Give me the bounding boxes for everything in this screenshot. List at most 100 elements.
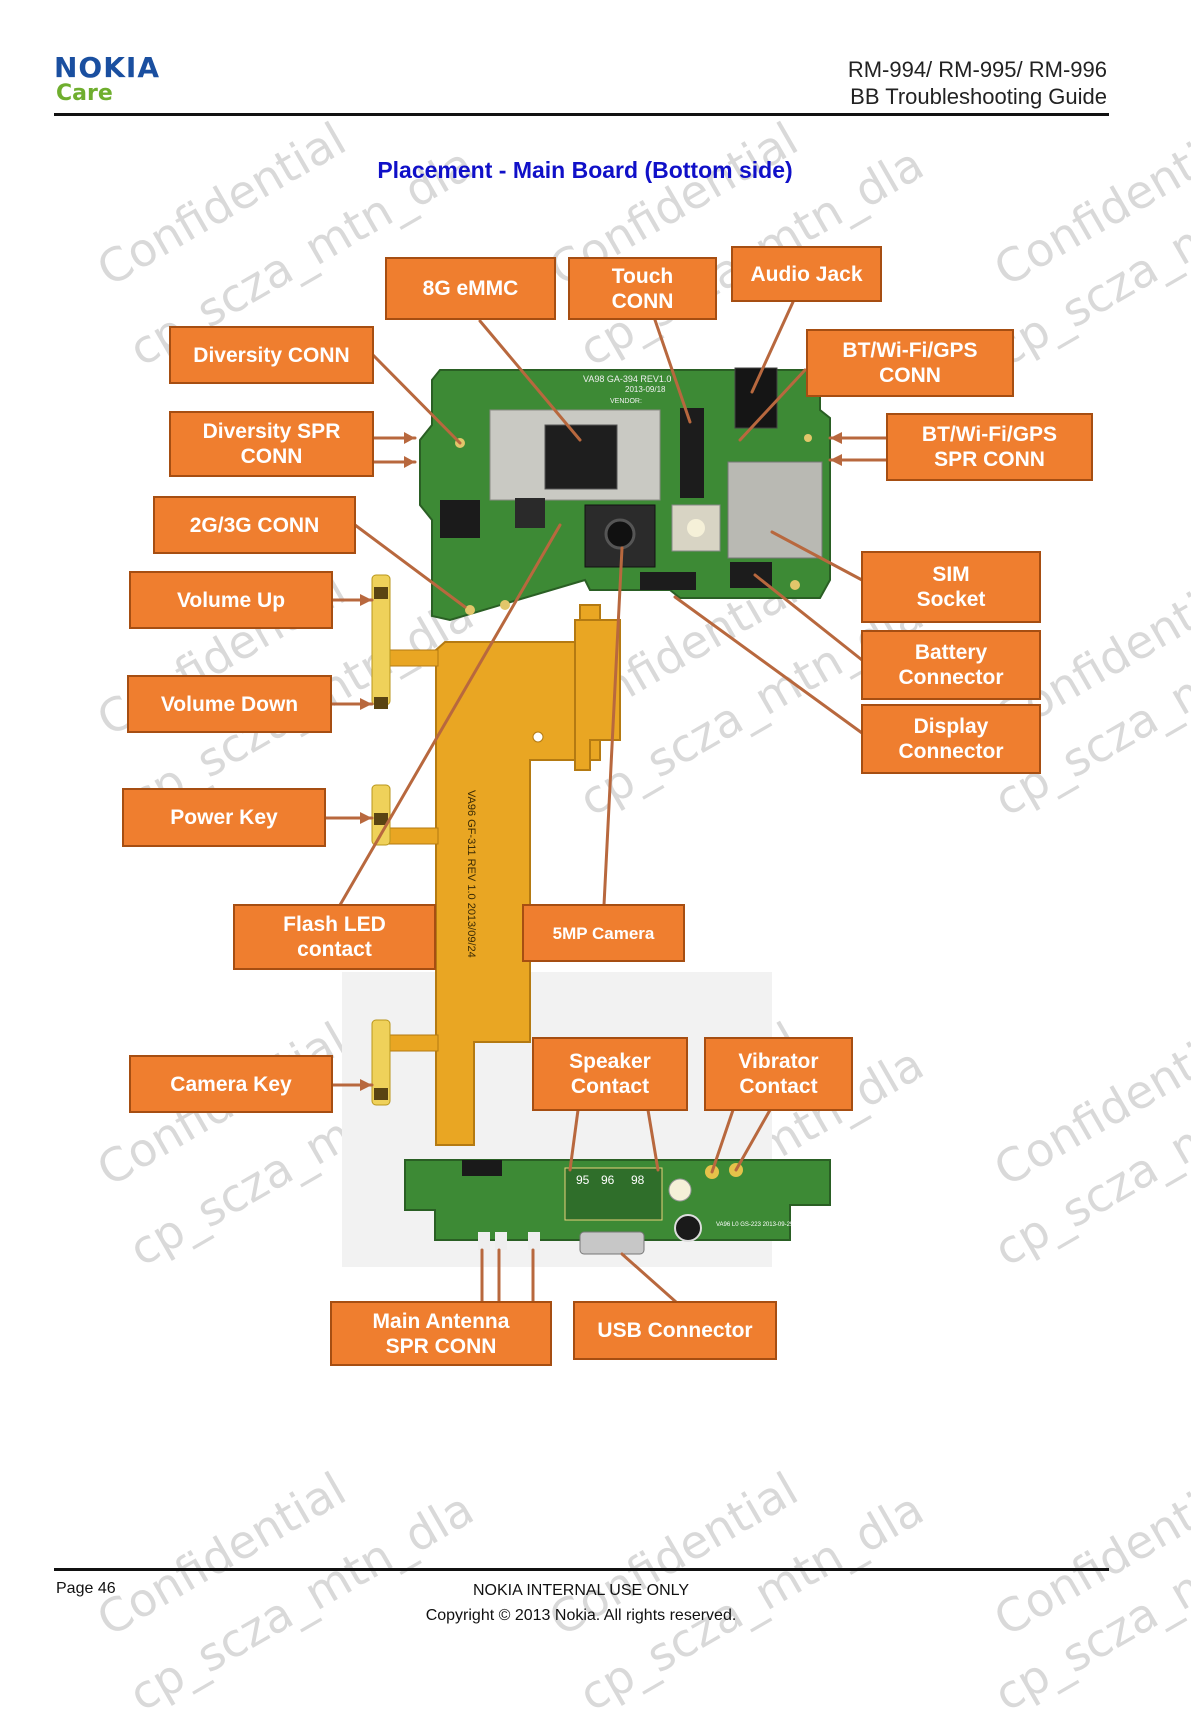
callout-diversity-spr-conn: Diversity SPR CONN — [169, 411, 374, 477]
emmc-chip — [544, 424, 618, 490]
test-point — [465, 605, 475, 615]
leader-bt-conn — [738, 368, 807, 442]
power-key-switch — [374, 813, 388, 825]
arrowhead — [404, 456, 415, 468]
footer-rule — [54, 1568, 1109, 1571]
arrowhead — [360, 594, 372, 606]
callout-usb-connector: USB Connector — [573, 1301, 777, 1360]
footer-classification: NOKIA INTERNAL USE ONLY — [472, 1582, 690, 1599]
leader-5mp-camera — [602, 546, 624, 907]
guide-title: BB Troubleshooting Guide — [850, 84, 1107, 109]
leader-emmc — [478, 319, 582, 442]
board-vendor-print: VENDOR: — [610, 398, 642, 405]
callout-flash-led: Flash LED contact — [233, 904, 436, 970]
volume-down-switch — [374, 697, 388, 709]
main-board: VA98 GA-394 REV1.0 2013-09/18 VENDOR: — [419, 367, 831, 622]
page-title: Placement - Main Board (Bottom side) — [377, 157, 793, 183]
callout-volume-up: Volume Up — [129, 571, 333, 629]
arrowhead — [360, 1079, 372, 1091]
callout-emmc: 8G eMMC — [385, 257, 556, 320]
callout-bt-wifi-gps-spr-conn: BT/Wi-Fi/GPS SPR CONN — [886, 413, 1093, 481]
display-connector-part — [640, 572, 696, 590]
callout-display-connector: Display Connector — [861, 704, 1041, 774]
callout-bt-wifi-gps-conn: BT/Wi-Fi/GPS CONN — [806, 329, 1014, 397]
arrowhead — [830, 432, 842, 444]
leader-lines — [323, 300, 889, 1304]
leader-diversity-conn — [371, 353, 462, 445]
arrowhead — [360, 812, 372, 824]
callout-main-antenna-spr-conn: Main Antenna SPR CONN — [330, 1301, 552, 1366]
model-line: RM-994/ RM-995/ RM-996 — [847, 57, 1107, 82]
sim-socket-part — [727, 461, 823, 559]
camera-key-flex — [371, 1019, 391, 1106]
logo-sub-brand: Care — [56, 81, 113, 106]
usb-port-part — [579, 1231, 645, 1255]
test-point — [804, 434, 812, 442]
board-diagram: VA98 GA-394 REV1.0 2013-09/18 VENDOR: VA… — [323, 300, 889, 1304]
page-number: Page 46 — [56, 1580, 116, 1597]
callout-2g3g-conn: 2G/3G CONN — [153, 496, 356, 554]
test-point — [500, 600, 510, 610]
volume-up-switch — [374, 587, 388, 599]
callout-battery-connector: Battery Connector — [861, 630, 1041, 700]
sub-board-mark: 96 — [601, 1173, 615, 1187]
sub-board-id-print: VA96 L0 GS-223 2013-09-25 — [716, 1222, 794, 1228]
callout-camera-key: Camera Key — [129, 1055, 333, 1113]
callout-5mp-camera: 5MP Camera — [522, 904, 685, 962]
flex-branch-volume — [387, 649, 439, 667]
callout-power-key: Power Key — [122, 788, 326, 847]
leader-usb-connector — [620, 1252, 678, 1304]
board-date-print: 2013-09/18 — [625, 385, 666, 394]
callout-touch-conn: Touch CONN — [568, 257, 717, 320]
flex-branch-power — [387, 827, 439, 845]
flex-branch-camera-key — [387, 1034, 439, 1052]
leader-audio-jack — [750, 300, 795, 394]
camera-key-switch — [374, 1088, 388, 1100]
sub-board-mark: 95 — [576, 1173, 590, 1187]
flex-connector-part — [462, 1160, 502, 1176]
callout-sim-socket: SIM Socket — [861, 551, 1041, 623]
flex-hole — [532, 731, 544, 743]
callout-audio-jack: Audio Jack — [731, 246, 882, 302]
flex-cable: VA96 GF-311 REV 1.0 2013/09/24 — [371, 574, 621, 1146]
arrowhead — [404, 432, 415, 444]
test-point — [790, 580, 800, 590]
leader-display-connector — [673, 595, 864, 735]
sub-board: 95 96 98 VA96 L0 GS-223 2013-09-25 — [404, 1159, 831, 1255]
ic-chip — [440, 500, 480, 538]
leader-speaker-1 — [568, 1108, 580, 1172]
callout-diversity-conn: Diversity CONN — [169, 326, 374, 384]
callout-vibrator-contact: Vibrator Contact — [704, 1037, 853, 1111]
flex-id-print: VA96 GF-311 REV 1.0 2013/09/24 — [465, 790, 477, 958]
arrowhead — [830, 454, 842, 466]
leader-battery-connector — [753, 573, 864, 662]
leader-speaker-2 — [646, 1108, 660, 1172]
document-header: RM-994/ RM-995/ RM-996 BB Troubleshootin… — [848, 56, 1107, 110]
antenna-spring — [495, 1232, 507, 1250]
microphone-hole — [674, 1214, 702, 1242]
antenna-spring — [528, 1232, 540, 1250]
camera-lens — [604, 518, 636, 550]
board-id-print: VA98 GA-394 REV1.0 — [583, 374, 671, 384]
callout-speaker-contact: Speaker Contact — [532, 1037, 688, 1111]
pad — [668, 1178, 692, 1202]
pad — [687, 519, 705, 537]
footer-copyright: Copyright © 2013 Nokia. All rights reser… — [425, 1607, 737, 1624]
leader-flash-led — [338, 523, 562, 907]
leader-vibrator-1 — [710, 1108, 735, 1174]
ic-chip — [515, 498, 545, 528]
leader-arrowheads — [360, 432, 842, 1091]
audio-jack-part — [734, 367, 778, 429]
leader-2g3g-conn — [353, 523, 467, 609]
antenna-spring — [478, 1232, 490, 1250]
nokia-care-logo: NOKIA Care — [54, 54, 194, 110]
arrowhead — [360, 698, 372, 710]
sub-board-mark: 98 — [631, 1173, 645, 1187]
header-rule — [54, 113, 1109, 116]
touch-connector-part — [680, 408, 704, 498]
leader-touch-conn — [653, 318, 692, 424]
speaker-pad-area — [564, 1167, 663, 1221]
leader-sim-socket — [770, 530, 864, 582]
leader-vibrator-2 — [734, 1108, 772, 1172]
logo-brand: NOKIA — [54, 51, 161, 84]
